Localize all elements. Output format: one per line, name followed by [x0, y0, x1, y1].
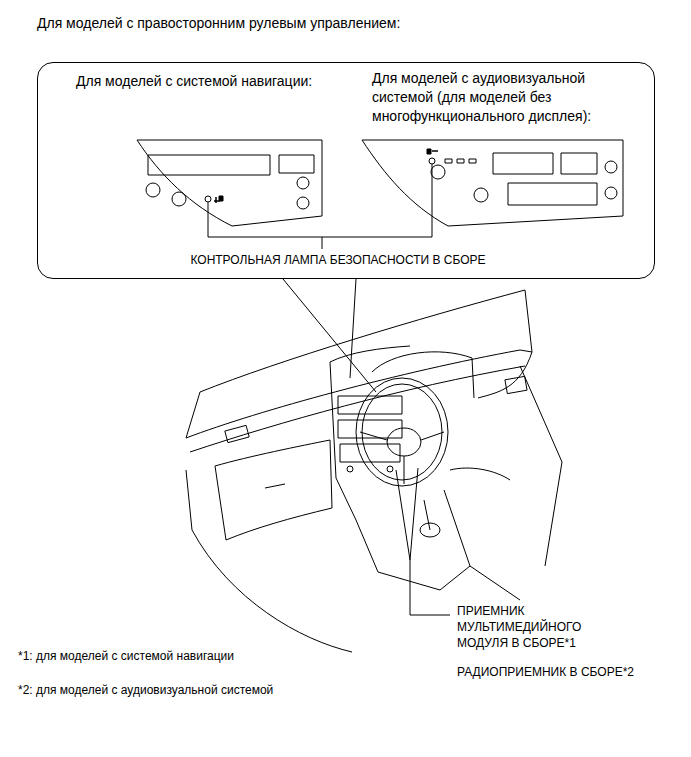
dashboard-drawing-part [356, 378, 448, 486]
navigation-head-unit-part [297, 177, 309, 189]
zoom-leader-line-part [283, 279, 376, 392]
part-leader-line-part [396, 470, 410, 560]
audio-head-unit-part [605, 187, 617, 199]
dashboard-drawing-part [362, 384, 442, 480]
dashboard-drawing-part [520, 366, 562, 566]
audio-head-unit-part [427, 149, 431, 154]
lamp-leader-line-part [208, 164, 432, 237]
navigation-head-unit-part [148, 155, 270, 175]
dashboard-drawing-part [387, 428, 421, 456]
audio-head-unit-part [469, 159, 476, 163]
lamp-leader-line-part [322, 237, 323, 249]
navigation-head-unit-part [172, 192, 186, 206]
footnote: *2: для моделей с аудиовизуальной систем… [18, 682, 338, 698]
dashboard-drawing-part [505, 376, 527, 393]
audio-head-unit-part [429, 158, 435, 164]
dashboard-drawing-part [338, 396, 402, 414]
audio-head-unit-part [605, 161, 617, 173]
navigation-head-unit-part [137, 140, 322, 226]
dashboard-drawing-part [356, 490, 470, 590]
audio-head-unit-part [432, 150, 438, 152]
dashboard-drawing-part [186, 392, 200, 438]
dashboard-drawing-part [186, 470, 352, 652]
navigation-head-unit-part [137, 140, 232, 226]
dashboard-drawing-part [424, 500, 430, 530]
zoom-leader-line [283, 279, 376, 392]
panel-heading: Для моделей с системой навигации: [76, 72, 346, 91]
dashboard-drawing-part [200, 290, 525, 392]
page-title: Для моделей с правосторонним рулевым упр… [37, 14, 400, 33]
dashboard-drawing-part [470, 566, 520, 600]
dashboard-drawing-part [190, 366, 525, 452]
zoom-leader-line-part [350, 279, 356, 378]
dashboard-drawing-part [340, 444, 400, 462]
dashboard-drawing-part [330, 346, 410, 362]
part-label: КОНТРОЛЬНАЯ ЛАМПА БЕЗОПАСНОСТИ В СБОРЕ [118, 253, 558, 267]
navigation-head-unit [137, 140, 322, 226]
part-leader-line-part [410, 560, 450, 615]
dashboard-drawing-part [186, 350, 520, 438]
dashboard-drawing-part [225, 425, 249, 442]
footnote: *1: для моделей с системой навигации [18, 648, 318, 664]
audio-head-unit-part [561, 153, 597, 174]
part-label: ПРИЕМНИК МУЛЬТИМЕДИЙНОГО МОДУЛЯ В СБОРЕ*… [457, 603, 607, 651]
navigation-head-unit-part [146, 183, 160, 197]
dashboard-drawing [186, 290, 562, 652]
audio-head-unit [362, 140, 623, 226]
dashboard-drawing-part [215, 440, 332, 540]
part-leader-line [396, 468, 450, 615]
audio-head-unit-part [508, 183, 597, 205]
dashboard-drawing-part [450, 468, 510, 480]
audio-head-unit-part [431, 165, 445, 179]
dashboard-drawing-part [265, 484, 285, 488]
dashboard-drawing-part [520, 290, 532, 352]
callout-panel: Для моделей с системой навигации: Для мод… [37, 62, 655, 279]
audio-head-unit-part [362, 140, 623, 226]
navigation-head-unit-part [297, 197, 309, 209]
lamp-leader-line [208, 164, 432, 249]
audio-head-unit-part [493, 153, 553, 174]
panel-heading: Для моделей с аудиовизуальной системой (… [372, 69, 634, 126]
dashboard-drawing-part [347, 466, 353, 472]
audio-head-unit-part [457, 159, 464, 163]
navigation-head-unit-part [205, 196, 211, 202]
part-label: РАДИОПРИЕМНИК В СБОРЕ*2 [457, 664, 657, 680]
audio-head-unit-part [362, 140, 448, 226]
dashboard-drawing-part [360, 432, 444, 484]
dashboard-drawing-part [330, 362, 356, 520]
audio-head-unit-part [474, 188, 488, 202]
navigation-head-unit-part [279, 155, 314, 173]
navigation-head-unit-part [219, 196, 223, 201]
part-leader-line-part [410, 468, 418, 560]
audio-head-unit-part [445, 159, 452, 163]
dashboard-drawing-part [387, 466, 393, 472]
